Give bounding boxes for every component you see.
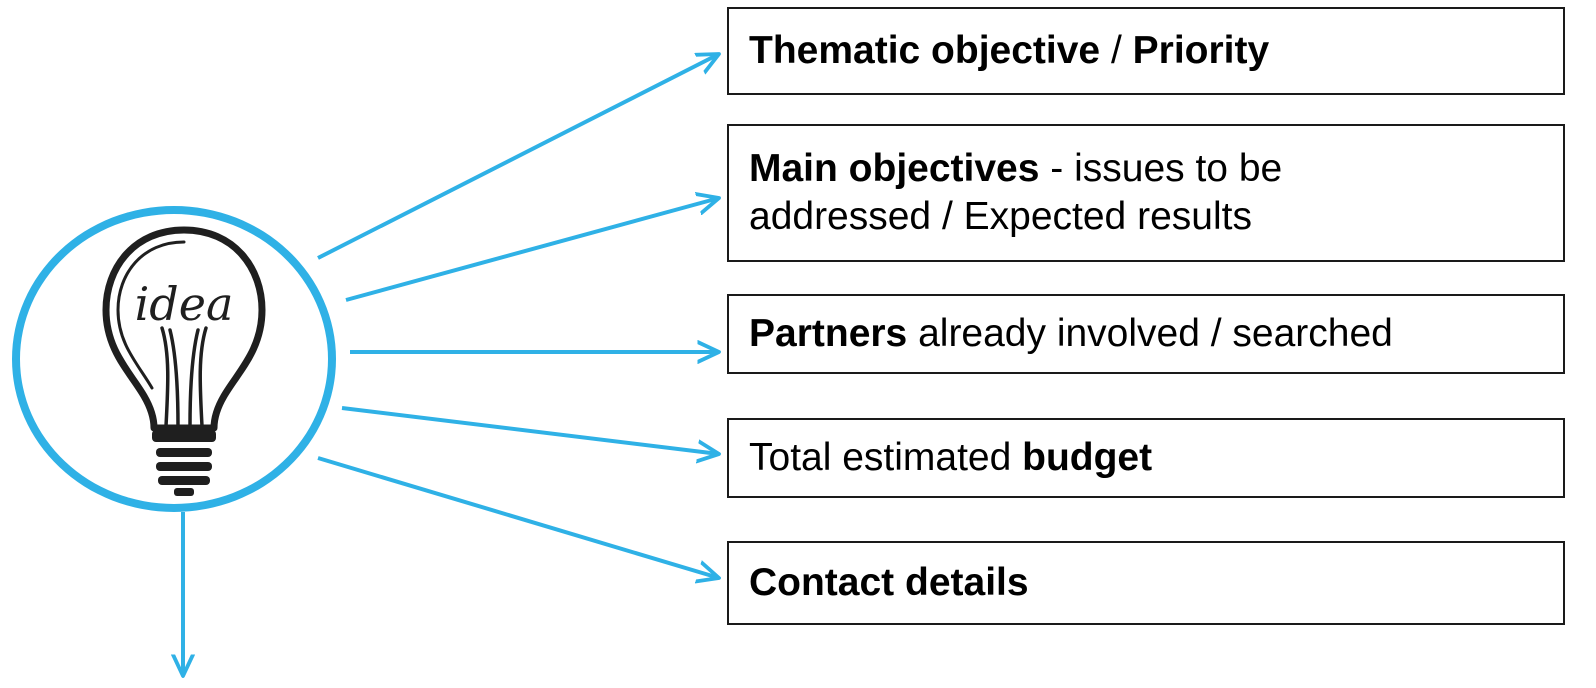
text-segment: / [1100, 29, 1133, 73]
text-segment: Partners [749, 312, 908, 356]
bulb-base-tip [174, 488, 194, 496]
box-partners: Partners already involved / searched [727, 294, 1565, 374]
box-contact-details: Contact details [727, 541, 1565, 625]
connector-arrow-2 [345, 198, 719, 302]
bulb-base-collar [152, 430, 216, 442]
text-segment: - issues to be [1039, 147, 1283, 191]
text-segment: Thematic objective [749, 29, 1101, 73]
text-segment: Total estimated [749, 436, 1023, 480]
text-segment: Contact details [749, 561, 1029, 605]
bulb-base-ring-3 [158, 476, 210, 485]
idea-circle [12, 206, 336, 512]
box-line: Contact details [749, 559, 1549, 607]
box-main-objectives: Main objectives - issues to be addressed… [727, 124, 1565, 262]
connector-arrow-4 [341, 406, 719, 454]
bulb-base-ring-2 [156, 462, 212, 471]
box-line: Main objectives - issues to be [749, 145, 1549, 193]
bulb-base-ring-1 [156, 448, 212, 457]
bulb-inner-curve [116, 240, 186, 390]
lightbulb-icon: idea [102, 226, 266, 496]
bulb-glass-shape [102, 226, 266, 432]
box-budget: Total estimated budget [727, 418, 1565, 498]
connector-arrow-1 [317, 54, 719, 260]
text-segment: budget [1022, 436, 1153, 480]
text-segment: already involved / searched [907, 312, 1393, 356]
text-segment: Main objectives [749, 147, 1040, 191]
box-line: Partners already involved / searched [749, 310, 1549, 358]
text-segment: Priority [1132, 29, 1270, 73]
connector-arrow-5 [317, 456, 719, 578]
box-line: addressed / Expected results [749, 193, 1549, 241]
filament-wires [160, 326, 208, 428]
box-line: Total estimated budget [749, 434, 1549, 482]
box-line: Thematic objective / Priority [749, 27, 1549, 75]
text-segment: addressed / Expected results [749, 195, 1252, 238]
idea-word: idea [135, 277, 234, 331]
box-thematic-objective: Thematic objective / Priority [727, 7, 1565, 95]
